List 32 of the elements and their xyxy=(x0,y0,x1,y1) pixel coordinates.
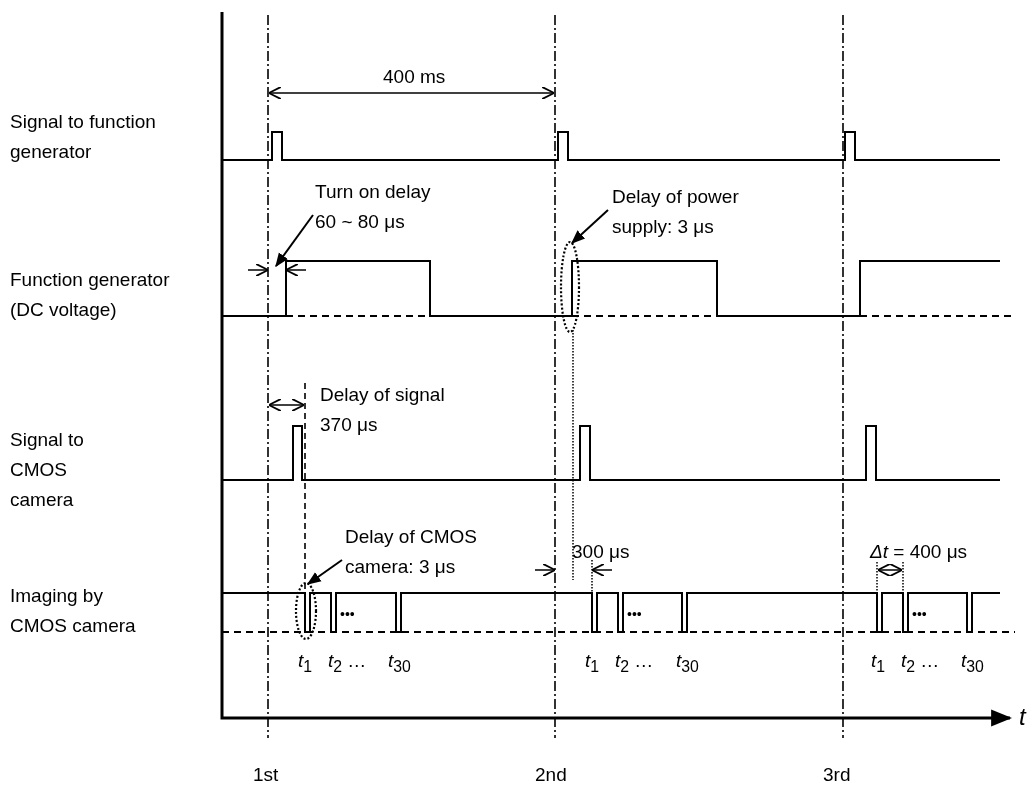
time-label: t$_{2}$ … xyxy=(328,649,367,677)
ellipsis-text: ••• xyxy=(912,605,927,624)
time-label: t$_{1}$ xyxy=(298,649,313,677)
time-label: t$_{1}$ xyxy=(585,649,600,677)
duration-label: 300 μs xyxy=(572,540,630,564)
highlight-ellipse xyxy=(294,581,318,641)
time-label: t$_{2}$ … xyxy=(615,649,654,677)
duration-label: Δt = 400 μs xyxy=(870,540,968,564)
leader-line xyxy=(275,214,314,268)
time-label: t$_{30}$ xyxy=(388,649,411,677)
annotation-text: Turn on delay 60 ~ 80 μs xyxy=(315,180,432,234)
trigger-label: 1st xyxy=(253,763,279,787)
leader-line xyxy=(570,209,609,244)
ellipsis-text: ••• xyxy=(340,605,355,624)
annotation-text: Delay of signal 370 μs xyxy=(320,383,446,437)
annotation-text: Delay of power supply: 3 μs xyxy=(612,185,740,239)
signal-name: Imaging by CMOS camera xyxy=(10,584,137,638)
signal-name: Signal to CMOS camera xyxy=(10,428,85,512)
time-label: t$_{30}$ xyxy=(961,649,984,677)
time-label: t$_{30}$ xyxy=(676,649,699,677)
signal-name: Signal to function generator xyxy=(10,110,157,164)
signal-name: Function generator (DC voltage) xyxy=(10,268,171,322)
time-label: t$_{2}$ … xyxy=(901,649,940,677)
trigger-label: 2nd xyxy=(535,763,567,787)
trigger-label: 3rd xyxy=(823,763,851,787)
time-label: t$_{1}$ xyxy=(871,649,886,677)
axis-label: t xyxy=(1019,702,1026,732)
duration-label: 400 ms xyxy=(383,65,446,89)
leader-line xyxy=(306,559,343,585)
highlight-ellipse xyxy=(559,240,581,334)
ellipsis-text: ••• xyxy=(627,605,642,624)
annotation-text: Delay of CMOS camera: 3 μs xyxy=(345,525,478,579)
